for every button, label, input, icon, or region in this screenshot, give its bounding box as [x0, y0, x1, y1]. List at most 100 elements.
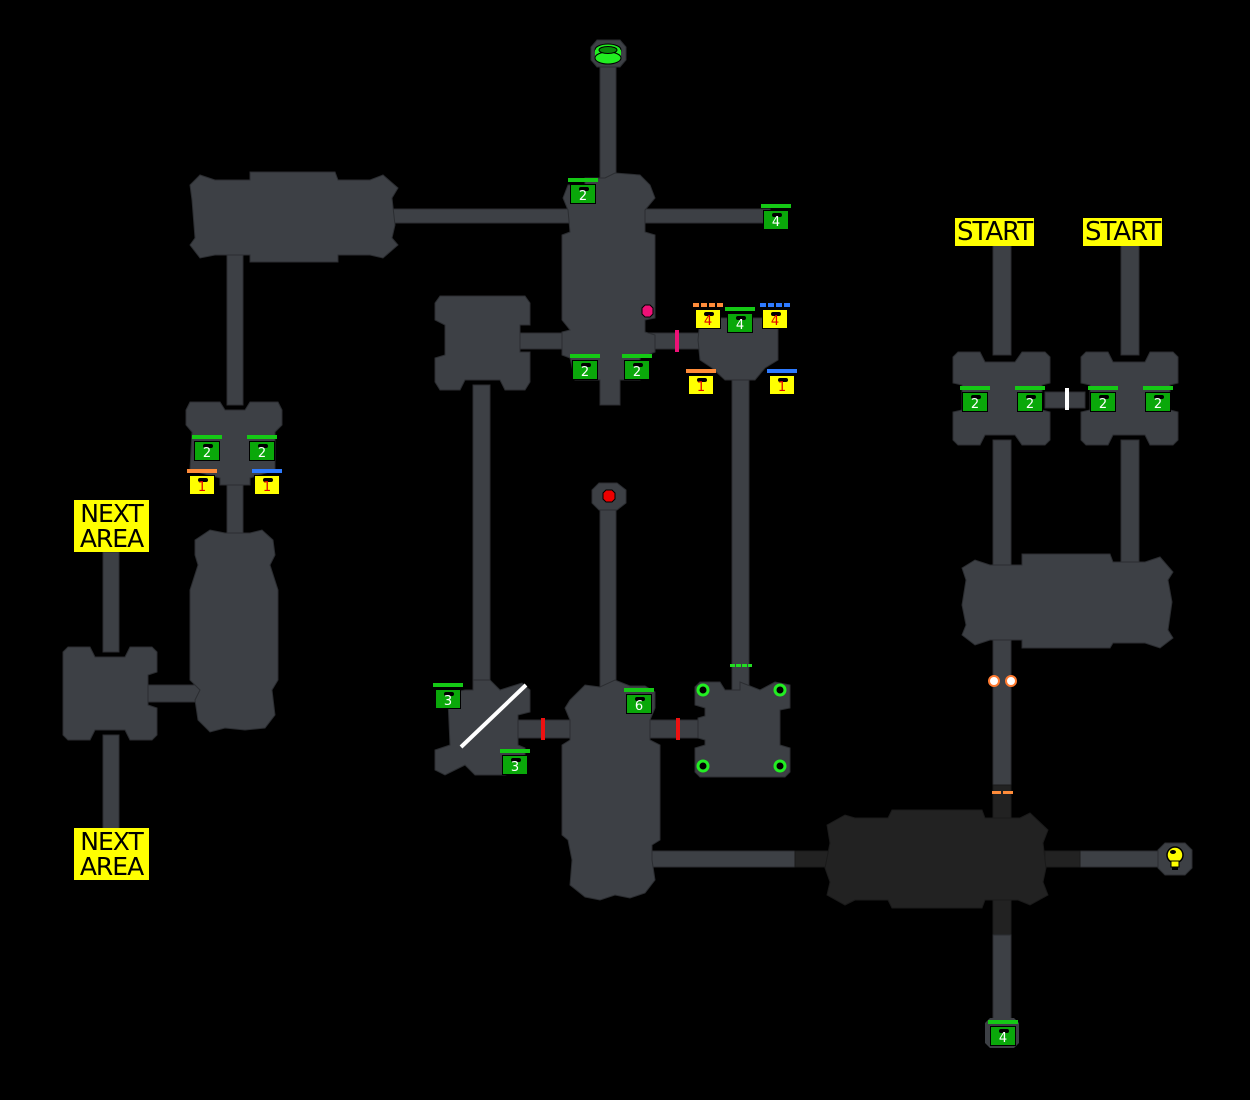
crate-top-center[interactable]: 2 — [568, 178, 598, 204]
crate-lid — [500, 749, 530, 753]
crate-yellow-orange-4[interactable]: 4 — [693, 303, 723, 329]
green-switches[interactable] — [696, 683, 787, 773]
room-top-center — [561, 172, 656, 406]
crate-start-1b[interactable]: 2 — [1015, 386, 1045, 412]
crate-body: 3 — [502, 755, 528, 775]
green-switch-icon[interactable] — [696, 759, 710, 773]
orange-switches[interactable] — [988, 675, 1017, 687]
crate-handle — [999, 1029, 1009, 1033]
crate-handle — [581, 363, 591, 367]
crate-value: 1 — [696, 380, 706, 395]
corridor-bottom-crate — [992, 934, 1012, 1021]
corridor-top-right — [644, 208, 771, 224]
crate-diag-bottom[interactable]: 3 — [500, 749, 530, 775]
room-switch — [694, 681, 791, 778]
crate-value: 2 — [1098, 397, 1108, 412]
crate-yellow-blue-1-mid[interactable]: 1 — [767, 369, 797, 395]
crate-lid — [622, 354, 652, 358]
crate-center-left[interactable]: 2 — [570, 354, 600, 380]
crate-lid — [760, 303, 790, 307]
corridor-portal — [599, 61, 617, 193]
corridor-start-1-down — [992, 439, 1012, 566]
green-portal-icon[interactable] — [594, 43, 622, 65]
green-dashed-gate[interactable] — [730, 664, 752, 667]
crate-diag-top[interactable]: 3 — [433, 683, 463, 709]
door-red-left[interactable] — [541, 718, 545, 740]
start-label-1[interactable]: START — [955, 217, 1035, 247]
crate-body: 1 — [769, 375, 795, 395]
door-white[interactable] — [1065, 388, 1069, 410]
crate-value: 4 — [735, 318, 745, 333]
crate-handle — [736, 316, 746, 320]
corridor-right-down — [731, 374, 750, 691]
crate-handle — [971, 395, 981, 399]
crate-lid — [767, 369, 797, 373]
crate-value: 3 — [443, 694, 453, 709]
corridor-start-1 — [992, 244, 1012, 356]
crate-lid — [252, 469, 282, 473]
crate-value: 4 — [770, 314, 780, 329]
crate-handle — [704, 312, 714, 316]
crate-value: 2 — [257, 446, 267, 461]
crate-body: 2 — [624, 360, 650, 380]
pink-marker-icon[interactable] — [641, 304, 654, 318]
door-pink[interactable] — [675, 330, 679, 352]
crate-lid — [1143, 386, 1173, 390]
crate-start-1a[interactable]: 2 — [960, 386, 990, 412]
crate-lid — [247, 435, 277, 439]
crate-body: 2 — [194, 441, 220, 461]
orange-switch-icon[interactable] — [988, 675, 1000, 687]
door-red-right[interactable] — [676, 718, 680, 740]
crate-top-right[interactable]: 4 — [761, 204, 791, 230]
room-center-left — [434, 295, 531, 391]
crate-body: 6 — [626, 694, 652, 714]
room-center-tall — [561, 679, 661, 901]
orange-dashed-gate[interactable] — [992, 791, 1013, 794]
room-dark-large — [824, 809, 1049, 909]
red-marker-icon[interactable] — [602, 489, 616, 503]
corridor-dark-east — [1044, 850, 1081, 868]
crate-start-2b[interactable]: 2 — [1143, 386, 1173, 412]
corridor-dark-south — [992, 899, 1012, 936]
crate-value: 2 — [1025, 397, 1035, 412]
crate-body: 3 — [435, 689, 461, 709]
crate-left-yellow-orange[interactable]: 1 — [187, 469, 217, 495]
crate-value: 1 — [262, 480, 272, 495]
orange-switch-icon[interactable] — [1005, 675, 1017, 687]
crate-left-yellow-blue[interactable]: 1 — [252, 469, 282, 495]
crate-yellow-blue-4[interactable]: 4 — [760, 303, 790, 329]
crate-left-green-a[interactable]: 2 — [192, 435, 222, 461]
crate-body: 2 — [249, 441, 275, 461]
crate-body: 4 — [990, 1026, 1016, 1046]
crate-bottom[interactable]: 4 — [988, 1020, 1018, 1046]
crate-start-2a[interactable]: 2 — [1088, 386, 1118, 412]
corridor-left-down — [472, 384, 491, 696]
crate-lid — [693, 303, 723, 307]
crate-body: 1 — [688, 375, 714, 395]
crate-value: 1 — [197, 480, 207, 495]
corridor-next-top — [102, 551, 120, 653]
crate-left-green-b[interactable]: 2 — [247, 435, 277, 461]
lightbulb-icon[interactable] — [1166, 846, 1184, 870]
crate-lid — [988, 1020, 1018, 1024]
crate-value: 2 — [578, 189, 588, 204]
green-switch-icon[interactable] — [696, 683, 710, 697]
crate-handle — [579, 187, 589, 191]
green-switch-icon[interactable] — [773, 683, 787, 697]
crate-handle — [1154, 395, 1164, 399]
crate-center-six[interactable]: 6 — [624, 688, 654, 714]
crate-body: 2 — [1145, 392, 1171, 412]
green-switch-icon[interactable] — [773, 759, 787, 773]
crate-lid — [761, 204, 791, 208]
start-label-2[interactable]: START — [1083, 217, 1163, 247]
crate-green-4-mid[interactable]: 4 — [725, 307, 755, 333]
crate-handle — [444, 692, 454, 696]
crate-center-right[interactable]: 2 — [622, 354, 652, 380]
crate-body: 4 — [762, 309, 788, 329]
crate-yellow-orange-1-mid[interactable]: 1 — [686, 369, 716, 395]
crate-body: 2 — [570, 184, 596, 204]
crate-handle — [697, 378, 707, 382]
